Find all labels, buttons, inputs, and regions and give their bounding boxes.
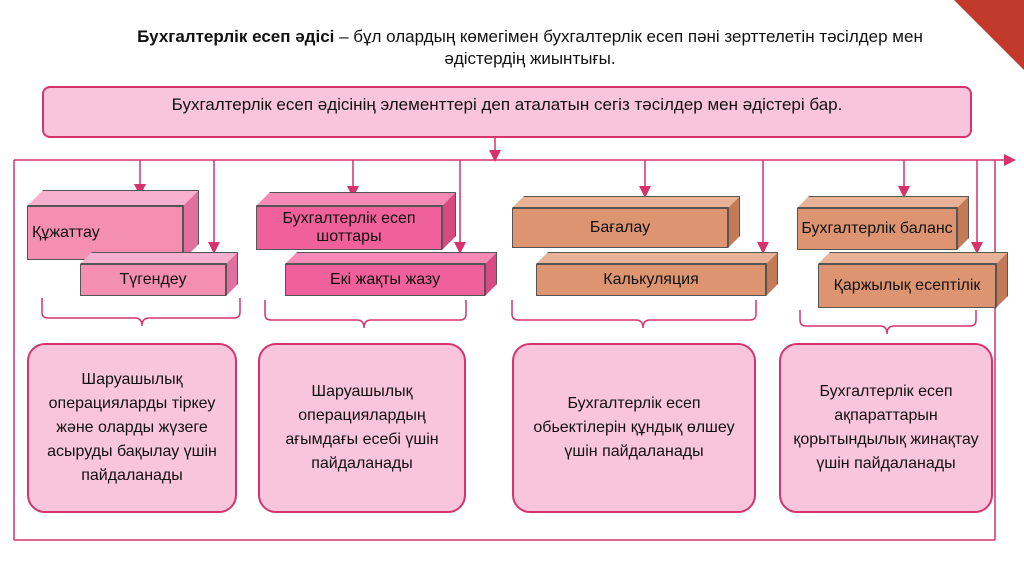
page-title: Бухгалтерлік есеп әдісі – бұл олардың кө… bbox=[95, 26, 965, 70]
group3-box2: Калькуляция bbox=[536, 252, 778, 296]
group2-box2: Екі жақты жазу bbox=[285, 252, 497, 296]
group2-description: Шаруашылық операциялардың ағымдағы есебі… bbox=[285, 383, 439, 472]
group1-description: Шаруашылық операцияларды тіркеу және ола… bbox=[47, 371, 217, 484]
group4-description-box: Бухгалтерлік есеп ақпараттарын қорытынды… bbox=[779, 343, 993, 513]
group1-box1-label: Құжаттау bbox=[32, 224, 100, 241]
group4-box2: Қаржылық есептілік bbox=[818, 252, 1008, 308]
group1-box2-label: Түгендеу bbox=[119, 271, 187, 288]
top-summary-box: Бухгалтерлік есеп әдісінің элементтері д… bbox=[42, 86, 972, 138]
group1-box2: Түгендеу bbox=[80, 252, 238, 296]
group2-box2-label: Екі жақты жазу bbox=[329, 271, 441, 288]
group4-box1-label: Бухгалтерлік баланс bbox=[801, 220, 953, 237]
group2-box1-label: Бухгалтерлік есеп шоттары bbox=[282, 210, 416, 245]
group2-description-box: Шаруашылық операциялардың ағымдағы есебі… bbox=[258, 343, 466, 513]
brace-g1 bbox=[41, 298, 241, 327]
group3-description-box: Бухгалтерлік есеп обьектілерін құндық өл… bbox=[512, 343, 756, 513]
corner-decoration bbox=[954, 0, 1024, 70]
group3-box2-label: Калькуляция bbox=[603, 271, 699, 288]
brace-g2 bbox=[264, 300, 467, 329]
group3-box1: Бағалау bbox=[512, 196, 740, 248]
group4-box2-label: Қаржылық есептілік bbox=[833, 277, 981, 294]
group1-box1: Құжаттау bbox=[27, 190, 199, 260]
top-summary-text: Бухгалтерлік есеп әдісінің элементтері д… bbox=[171, 95, 843, 114]
brace-g4 bbox=[799, 310, 977, 335]
group2-box1: Бухгалтерлік есеп шоттары bbox=[256, 192, 456, 250]
title-rest: – бұл олардың көмегімен бухгалтерлік есе… bbox=[334, 27, 923, 68]
group4-box1: Бухгалтерлік баланс bbox=[797, 196, 969, 250]
group4-description: Бухгалтерлік есеп ақпараттарын қорытынды… bbox=[793, 383, 979, 472]
group3-box1-label: Бағалау bbox=[589, 219, 651, 236]
title-bold: Бухгалтерлік есеп әдісі bbox=[137, 27, 335, 46]
group3-description: Бухгалтерлік есеп обьектілерін құндық өл… bbox=[533, 395, 735, 460]
group1-description-box: Шаруашылық операцияларды тіркеу және ола… bbox=[27, 343, 237, 513]
brace-g3 bbox=[511, 300, 757, 329]
